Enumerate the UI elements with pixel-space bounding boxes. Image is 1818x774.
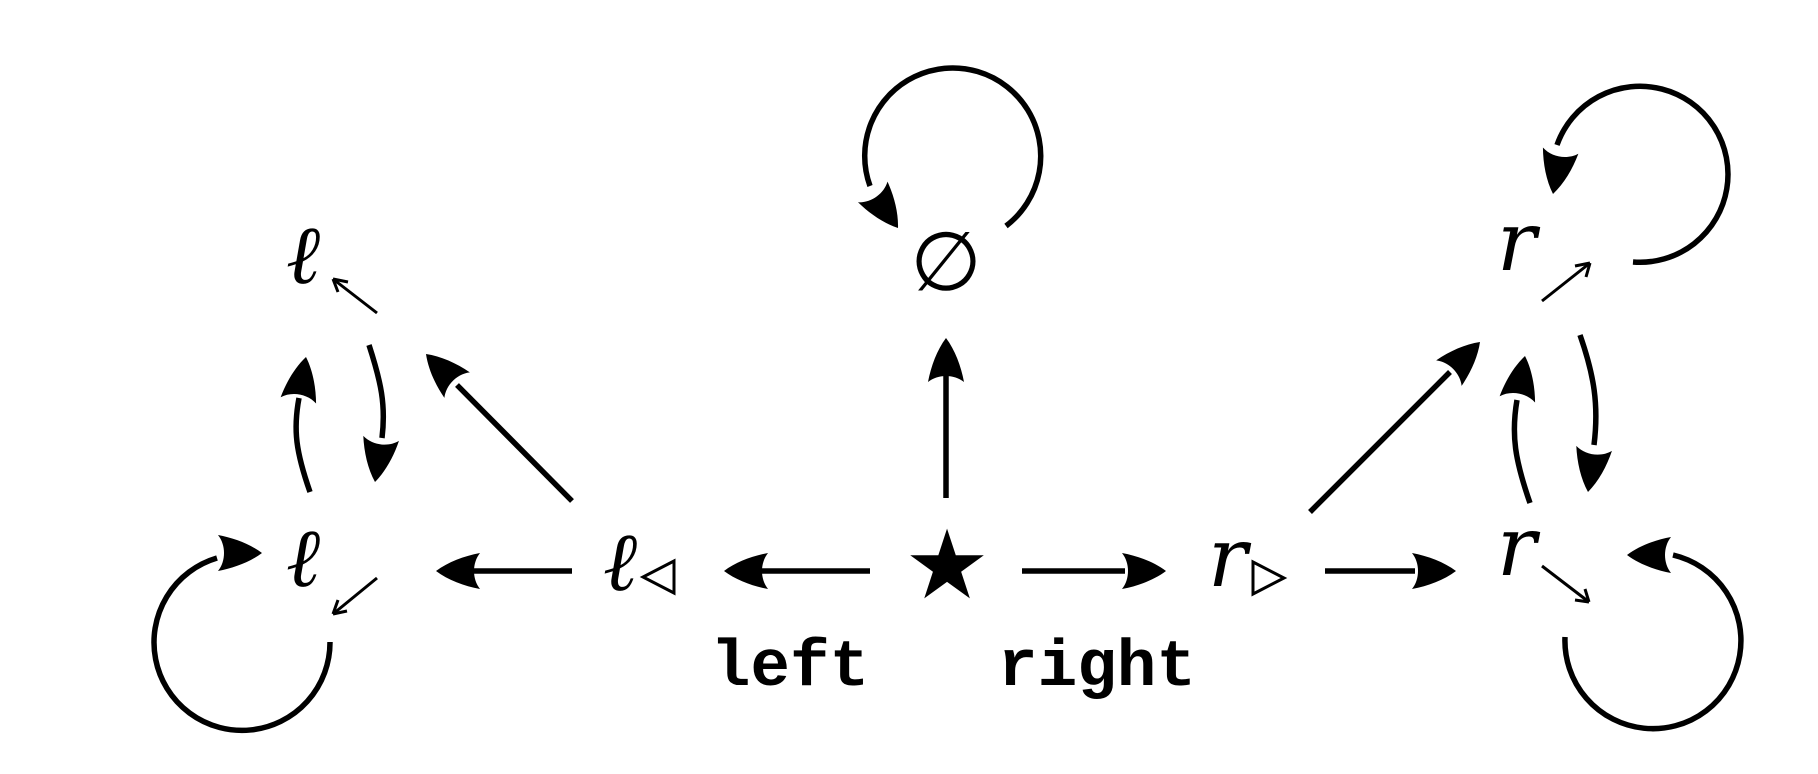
up-left-arrow-icon — [331, 277, 378, 315]
node-l-down-left-base: ℓ — [286, 511, 320, 606]
edge-r-up-self-loop — [1535, 83, 1731, 266]
empty-set-symbol: ∅ — [910, 215, 981, 310]
edge-r-triangle-to-r-up — [1308, 329, 1493, 514]
edge-l-triangle-to-l-up — [413, 341, 574, 503]
edge-r-down-to-r-up — [1499, 352, 1543, 504]
star-icon: ★ — [904, 509, 990, 621]
edge-label-left: left — [711, 630, 869, 705]
edge-r-triangle-to-r-down — [1325, 553, 1456, 589]
edge-star-to-r-triangle — [1022, 553, 1166, 589]
node-r-up-right-base: r — [1497, 195, 1541, 290]
node-star: ★ — [904, 509, 990, 621]
edge-l-triangle-to-l-down — [436, 553, 572, 589]
edge-star-to-l-triangle — [724, 553, 870, 589]
left-triangle-icon — [639, 558, 676, 596]
edge-r-up-to-r-down — [1570, 334, 1612, 495]
node-empty-set: ∅ — [910, 215, 981, 310]
node-l-triangle: ℓ — [603, 515, 676, 610]
node-r-triangle-base: r — [1208, 511, 1252, 606]
node-r-down-right: r — [1497, 500, 1591, 604]
node-r-up-right: r — [1497, 195, 1592, 303]
edge-l-down-self-loop — [151, 535, 333, 734]
edge-l-down-to-l-up — [280, 353, 324, 493]
edge-l-up-to-l-down — [357, 344, 399, 485]
node-l-up-left-base: ℓ — [286, 208, 320, 303]
node-r-down-right-base: r — [1497, 500, 1541, 595]
edge-label-right: right — [998, 630, 1196, 705]
edge-r-down-self-loop — [1562, 537, 1744, 732]
node-l-up-left: ℓ — [286, 208, 378, 315]
right-triangle-icon — [1251, 559, 1288, 597]
down-left-arrow-icon — [331, 576, 378, 616]
edge-star-to-empty — [928, 338, 964, 498]
up-right-arrow-icon — [1541, 261, 1592, 303]
node-l-triangle-base: ℓ — [603, 515, 637, 610]
node-l-down-left: ℓ — [286, 511, 378, 616]
edge-empty-self-loop — [858, 65, 1044, 239]
node-r-triangle: r — [1208, 511, 1288, 606]
down-right-arrow-icon — [1541, 564, 1591, 604]
